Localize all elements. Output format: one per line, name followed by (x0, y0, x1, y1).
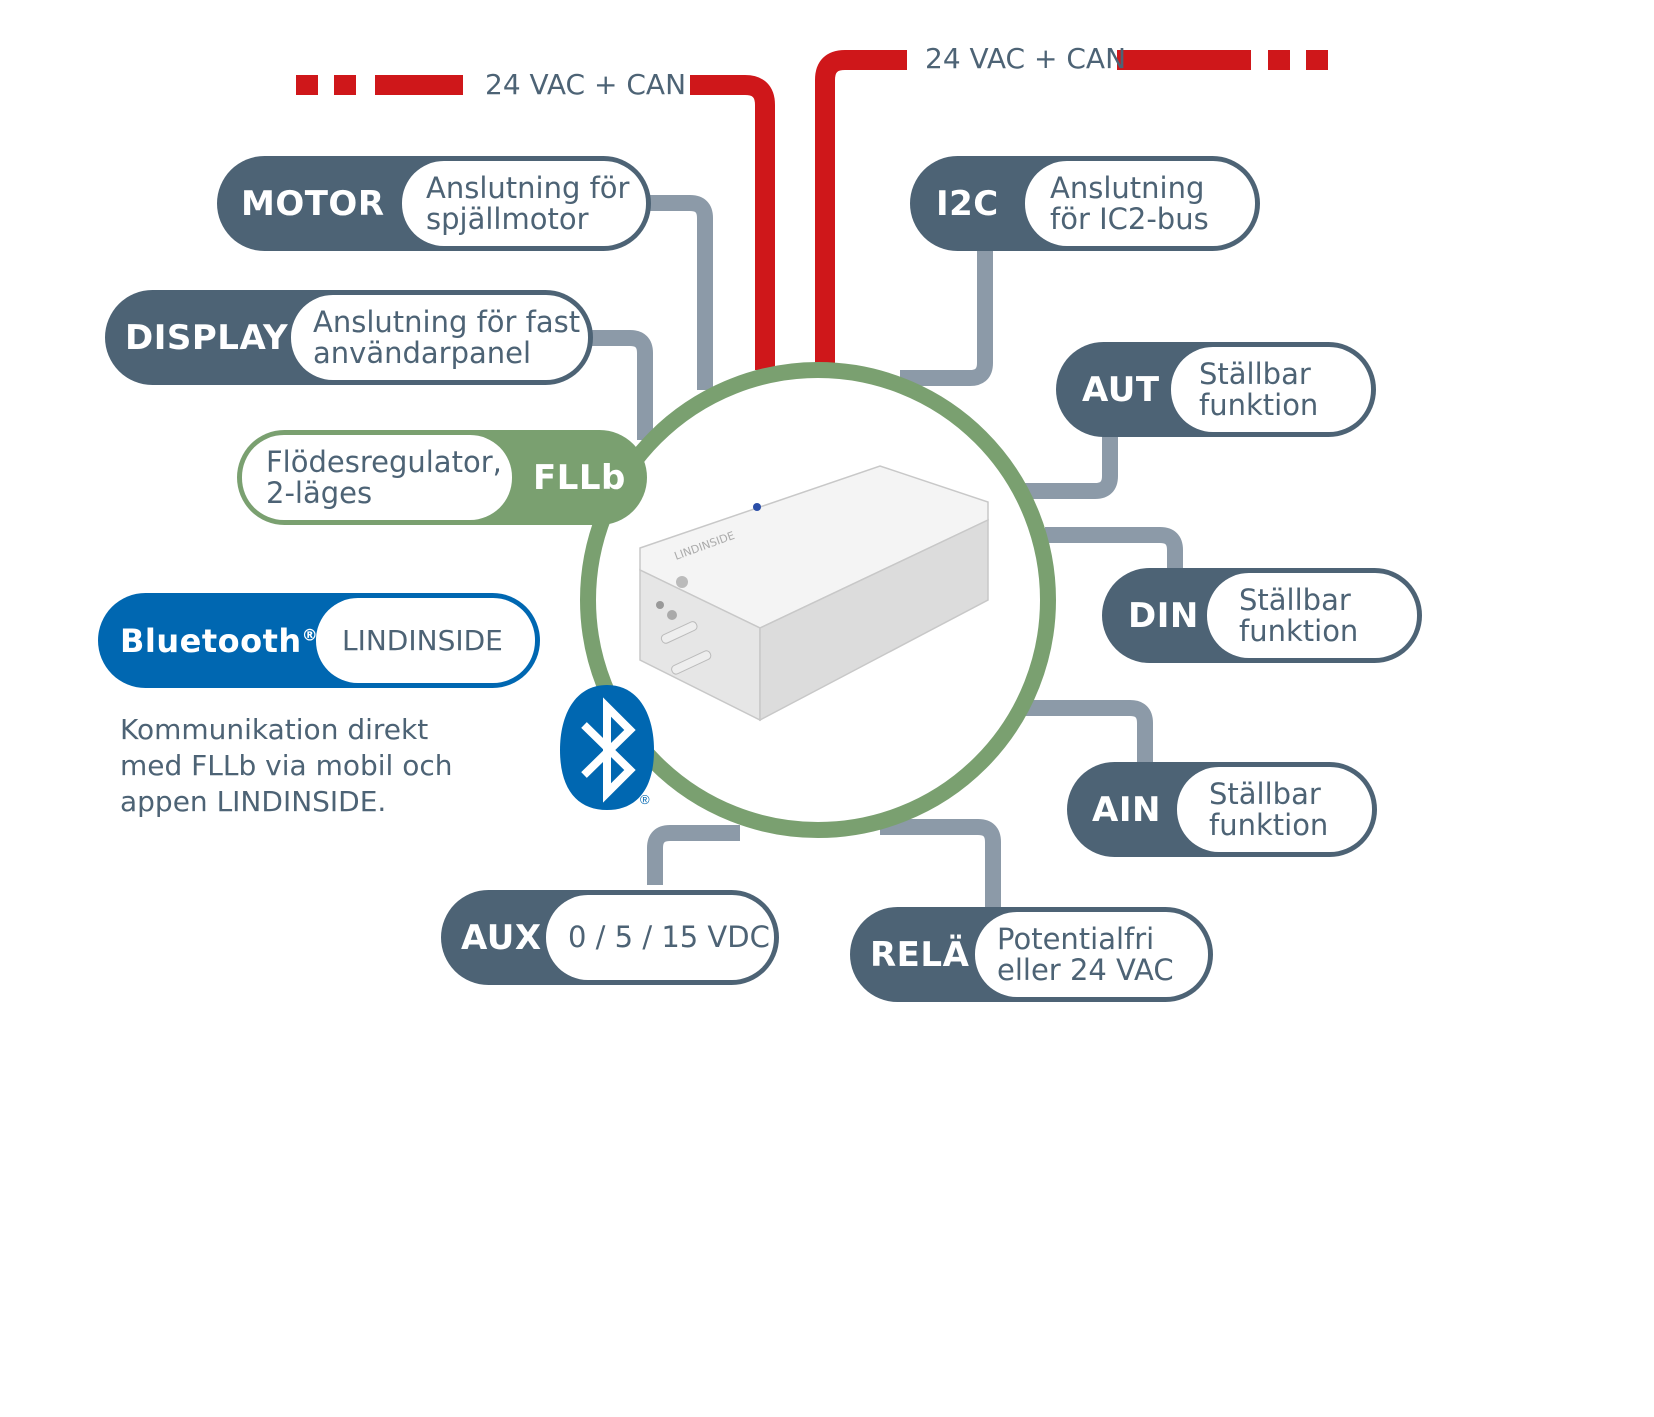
connector-i2c[interactable]: I2C Anslutning för IC2-bus (910, 156, 1260, 251)
connector-tag: I2C (936, 183, 999, 224)
connector-tag: AUX (461, 917, 542, 958)
connector-motor[interactable]: MOTOR Anslutning för spjällmotor (217, 156, 651, 251)
device-label-fllb: Flödesregulator, 2-läges FLLb (237, 430, 647, 525)
connector-description: Anslutning för fast användarpanel (291, 295, 588, 380)
bluetooth-logo-registered: ® (640, 792, 650, 807)
connector-tag: DIN (1128, 595, 1199, 636)
bluetooth-app-name: LINDINSIDE (316, 598, 535, 683)
connector-aux[interactable]: AUX 0 / 5 / 15 VDC (441, 890, 779, 985)
connector-din[interactable]: DIN Ställbar funktion (1102, 568, 1422, 663)
power-dash (1306, 50, 1328, 70)
aux-line (647, 825, 740, 885)
status-led (753, 503, 761, 511)
bluetooth-badge[interactable]: Bluetooth® LINDINSIDE (98, 593, 540, 688)
bluetooth-logo-icon (560, 685, 654, 810)
device-description: Flödesregulator, 2-läges (242, 435, 512, 520)
connector-description: 0 / 5 / 15 VDC (546, 895, 774, 980)
connector-tag: MOTOR (241, 183, 385, 224)
bluetooth-label: Bluetooth® (120, 621, 319, 660)
power-dash (375, 75, 463, 95)
i2c-line (900, 245, 993, 386)
bluetooth-description: Kommunikation direkt med FLLb via mobil … (120, 713, 453, 818)
power-dash (1268, 50, 1290, 70)
power-line-right (1117, 50, 1328, 70)
din-line (1045, 527, 1183, 575)
display-line (585, 330, 653, 440)
connector-ain[interactable]: AIN Ställbar funktion (1067, 762, 1377, 857)
connector-tag: RELÄ (870, 934, 970, 975)
connector-tag: AUT (1082, 369, 1160, 410)
power-dash (334, 75, 356, 95)
fllb-device-image: LINDINSIDE (639, 465, 989, 722)
connector-lines (585, 195, 1183, 912)
connector-description: Ställbar funktion (1177, 767, 1372, 852)
connector-tag: AIN (1092, 789, 1161, 830)
connector-description: Ställbar funktion (1171, 347, 1371, 432)
power-dash (296, 75, 318, 95)
connector-description: Potentialfri eller 24 VAC (975, 912, 1208, 997)
power-line-left-drop (690, 75, 775, 370)
rela-line (880, 819, 1001, 912)
connector-description: Anslutning för IC2-bus (1025, 161, 1255, 246)
connector-display[interactable]: DISPLAY Anslutning för fast användarpane… (105, 290, 593, 385)
power-label-left: 24 VAC + CAN (485, 68, 687, 101)
power-label-right: 24 VAC + CAN (925, 42, 1127, 75)
connector-description: Anslutning för spjällmotor (402, 161, 646, 246)
device-name: FLLb (533, 457, 626, 498)
aut-line (1020, 432, 1118, 499)
power-dash (1117, 50, 1251, 70)
power-line-right-drop (815, 50, 907, 365)
ain-line (1025, 700, 1153, 765)
connector-aut[interactable]: AUT Ställbar funktion (1056, 342, 1376, 437)
connector-description: Ställbar funktion (1207, 573, 1417, 658)
motor-line (645, 195, 713, 390)
power-line-left (296, 75, 463, 95)
connector-rela[interactable]: RELÄ Potentialfri eller 24 VAC (850, 907, 1213, 1002)
connector-tag: DISPLAY (125, 317, 289, 358)
